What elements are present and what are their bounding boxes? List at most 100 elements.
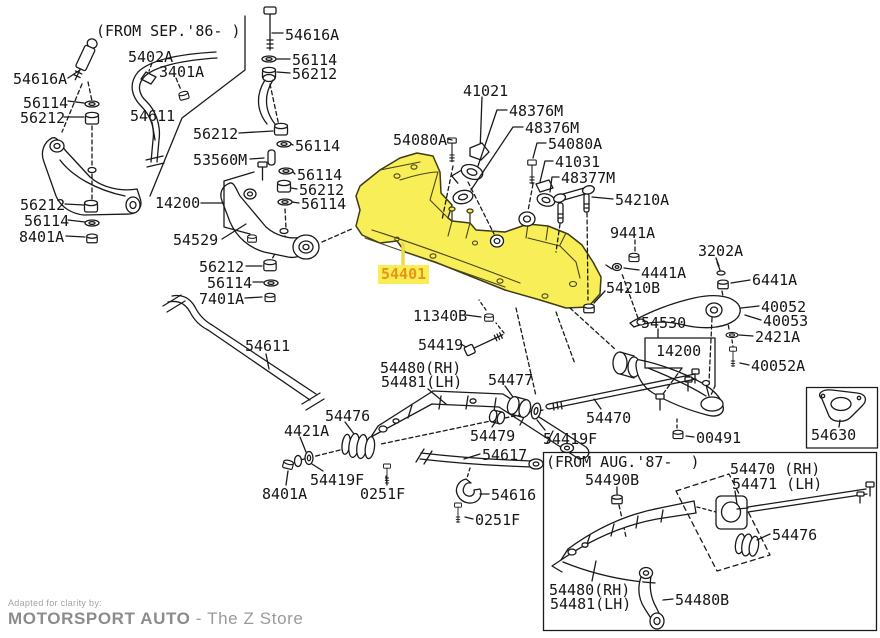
washer-4441a [605,262,640,272]
brand-suffix: - The Z Store [190,609,304,628]
lower-control-arm-left [41,137,142,216]
hardware-stack-center [238,55,300,260]
hardware-stack-left [63,100,100,244]
part-label: 54419 [418,336,464,354]
steering-knuckle-arm-40052 [621,273,762,383]
part-label: 54616A [13,70,68,88]
part-label: 56114 [301,195,347,213]
clip-5402a-and-nut-3401a [140,62,190,102]
part-label: 54490B [585,471,640,489]
part-label: 4441A [641,264,687,282]
brand-logo: MOTORSPORT AUTO - The Z Store [8,609,303,629]
part-label: 53560M [193,151,248,169]
part-label: 56212 [199,258,245,276]
part-label: 40052 [761,298,807,316]
crossmember-54401-highlighted [355,152,602,309]
part-label: 54617 [482,446,528,464]
part-label: 56212 [20,196,66,214]
part-label: 8401A [19,228,65,246]
part-label: 54530 [641,314,687,332]
part-label: 00491 [696,429,742,447]
part-label: 14200 [155,194,201,212]
part-label: (FROM AUG.'87- ) [546,453,700,471]
part-label: 56114 [295,137,341,155]
part-label: 54480(RH) [549,581,631,599]
part-label: 0251F [475,511,521,529]
nut-54210b [583,290,606,314]
part-label: 54481(LH) [550,595,632,613]
part-label: 48377M [561,169,616,187]
studs-54210a [553,185,614,301]
brand-footer: Adapted for clarity by: MOTORSPORT AUTO … [8,598,303,629]
part-label: 56114 [207,274,253,292]
part-label: 54419F [543,430,598,448]
bolt-54616a-top [263,6,284,51]
part-label: 56114 [297,166,343,184]
part-label: 7401A [199,290,245,308]
part-label: 54529 [173,231,219,249]
tension-rod-bracket-54480 [360,388,590,460]
nut-9441a [628,239,640,263]
part-label: 54630 [811,426,857,444]
part-label: 3202A [698,242,744,260]
credit-line: Adapted for clarity by: [8,598,102,608]
part-label: 5402A [128,48,174,66]
brand-name: MOTORSPORT AUTO [8,609,191,628]
part-label: 54477 [488,371,534,389]
part-label: 40052A [751,357,806,375]
part-label: 54479 [470,427,516,445]
part-label: 54470 (RH) [730,460,821,478]
part-label: 0251F [360,485,406,503]
sway-bar-main-54611 [162,294,325,411]
part-label: 54480(RH) [380,359,462,377]
part-label: 14200 [656,342,702,360]
part-label: 54080A [548,135,603,153]
part-label: 11340B [413,307,468,325]
part-label: 54419F [310,471,365,489]
part-label: 54080A [393,131,448,149]
hardware-stack-54529 [244,259,279,303]
part-label: 4421A [284,422,330,440]
part-label: 41021 [463,82,509,100]
part-label: 9441A [610,224,656,242]
part-label: 2421A [755,328,801,346]
tension-rod-54470 [545,373,697,411]
part-label: 48376M [525,119,580,137]
part-label: 8401A [262,485,308,503]
part-label: 56114 [24,212,70,230]
part-label: 56114 [292,51,338,69]
inset-box-aug87 [542,451,878,632]
part-label: 6441A [752,271,798,289]
sway-bar-inset-54611 [131,51,218,168]
bolt-54419-nut-11340b [321,227,576,397]
part-label: 56114 [23,94,69,112]
bracket-14200-left [200,171,257,243]
part-label: 54476 [772,526,818,544]
part-label: 54611 [245,337,291,355]
part-label: 54210B [606,279,661,297]
part-label: 54470 [586,409,632,427]
engine-mount-hardware [441,96,560,235]
gasket-54630-box [805,386,879,449]
part-label: 54616 [491,486,537,504]
stabilizer-link-54616a-left [61,38,98,133]
part-label-highlighted: 54401 [378,265,430,284]
part-label: 54616A [285,26,340,44]
part-label: 54471 (LH) [732,475,823,493]
part-label: 54476 [325,407,371,425]
bushings-and-washers-chain [281,385,546,486]
lower-control-arm-54529 [220,161,320,260]
part-label: 54210A [615,191,670,209]
part-label: 48376M [509,102,564,120]
washer-2421a-bolt-40052a [725,331,754,368]
part-label: 3401A [159,63,205,81]
part-label: 56212 [193,125,239,143]
part-label: 54480B [675,591,730,609]
part-label: 41031 [555,153,601,171]
inset-boundary-sep86 [149,15,246,197]
part-label: 56212 [299,181,345,199]
part-label: (FROM SEP.'86- ) [96,22,241,40]
part-label: 56212 [20,109,66,127]
